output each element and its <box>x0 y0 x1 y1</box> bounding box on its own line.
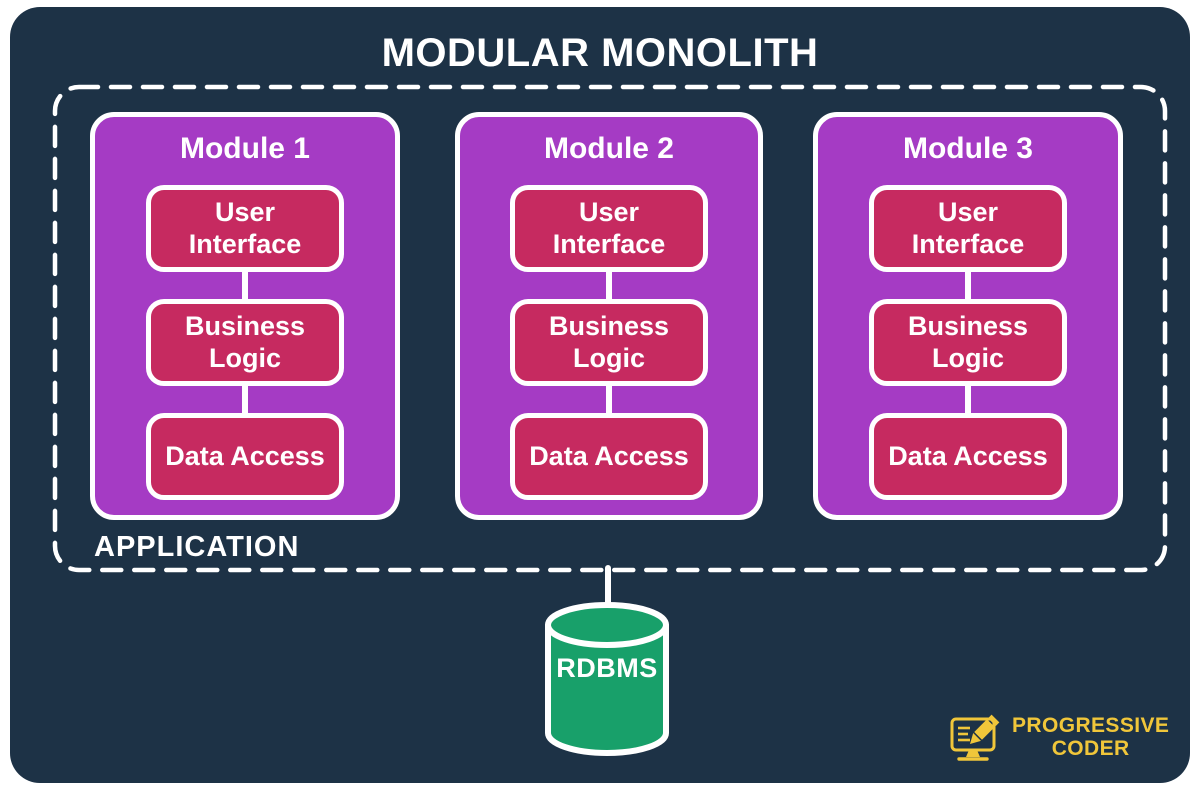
module-3-user-interface: User Interface <box>869 185 1067 272</box>
module-1: Module 1 User Interface Business Logic D… <box>90 112 400 520</box>
application-label: APPLICATION <box>94 531 300 563</box>
module-3: Module 3 User Interface Business Logic D… <box>813 112 1123 520</box>
module-2-title: Module 2 <box>543 132 674 165</box>
module-1-title: Module 1 <box>179 132 310 165</box>
progressive-coder-logo: PROGRESSIVE CODER <box>946 709 1169 767</box>
module-2-business-logic: Business Logic <box>510 299 708 386</box>
rdbms-database: RDBMS <box>542 599 672 761</box>
database-connector-line <box>605 565 611 607</box>
connector-line <box>606 272 612 299</box>
logo-line2: CODER <box>1051 737 1130 760</box>
module-2: Module 2 User Interface Business Logic D… <box>455 112 763 520</box>
module-1-business-logic: Business Logic <box>146 299 344 386</box>
logo-line1: PROGRESSIVE <box>1012 714 1170 738</box>
diagram-canvas: MODULAR MONOLITH APPLICATION Module 1 Us… <box>10 7 1190 783</box>
module-2-data-access: Data Access <box>510 413 708 500</box>
module-1-user-interface: User Interface <box>146 185 344 272</box>
diagram-title: MODULAR MONOLITH <box>381 31 819 75</box>
module-3-data-access: Data Access <box>869 413 1067 500</box>
monitor-pencil-icon <box>950 714 1000 761</box>
connector-line <box>242 386 248 413</box>
connector-line <box>965 386 971 413</box>
connector-line <box>965 272 971 299</box>
module-2-user-interface: User Interface <box>510 185 708 272</box>
connector-line <box>606 386 612 413</box>
module-3-title: Module 3 <box>902 132 1033 165</box>
logo-text: PROGRESSIVE CODER <box>1012 715 1169 760</box>
module-3-business-logic: Business Logic <box>869 299 1067 386</box>
database-cylinder-icon <box>545 602 669 756</box>
connector-line <box>242 272 248 299</box>
module-1-data-access: Data Access <box>146 413 344 500</box>
application-boundary <box>52 84 1168 573</box>
database-label: RDBMS <box>556 653 658 683</box>
